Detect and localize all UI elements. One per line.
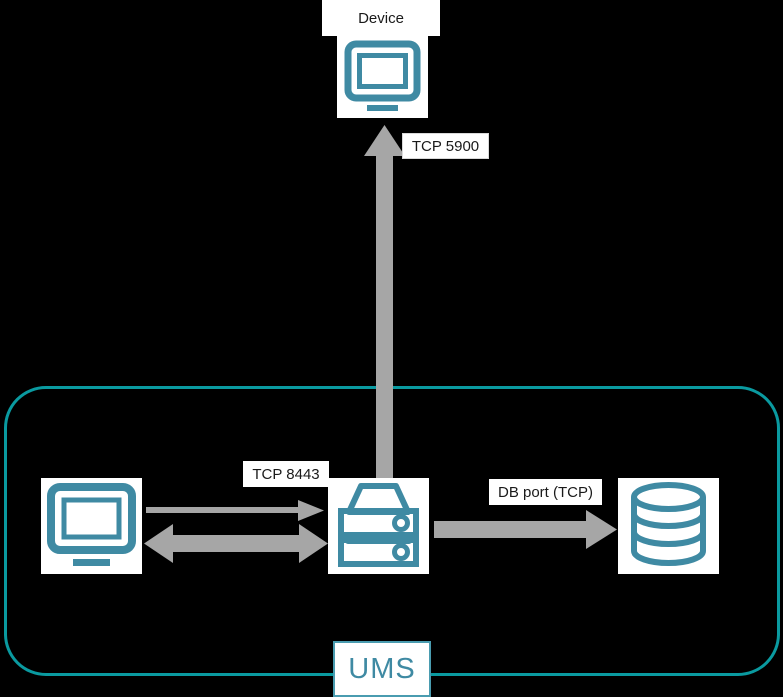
monitor-icon [47, 483, 136, 566]
arrow-server-to-device [364, 125, 405, 480]
server-icon [338, 483, 419, 567]
database-icon [631, 482, 706, 566]
connection-label-tcp-8443: TCP 8443 [243, 461, 329, 487]
device-node[interactable] [337, 36, 428, 118]
monitor-icon [344, 40, 421, 111]
database-node[interactable] [618, 478, 719, 574]
arrow-client-to-server-thin [146, 500, 324, 521]
ums-server-node[interactable] [328, 478, 429, 574]
connection-label-tcp-5900: TCP 5900 [402, 133, 489, 159]
arrow-client-to-server-double [144, 524, 328, 563]
arrow-server-to-database [434, 510, 617, 549]
connection-label-db-port: DB port (TCP) [489, 479, 602, 505]
device-label: Device [322, 0, 440, 36]
client-node[interactable] [41, 478, 142, 574]
ums-boundary-label: UMS [333, 641, 431, 697]
